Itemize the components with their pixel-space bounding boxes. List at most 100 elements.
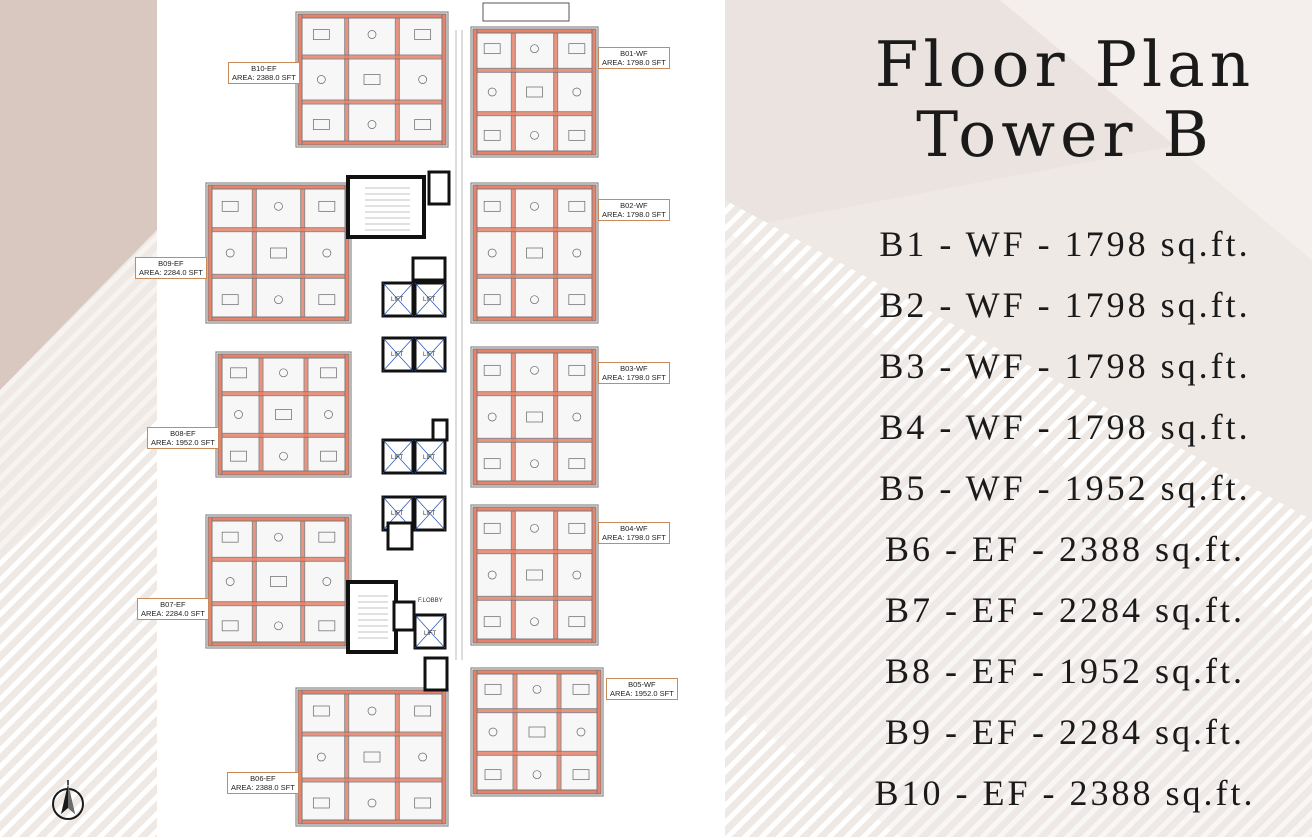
furniture [530,201,539,211]
apartment-unit [470,667,604,797]
lift-label: LIFT [424,631,437,637]
exterior-wall [207,516,213,647]
furniture [318,531,336,543]
apartment-unit [205,182,352,324]
furniture [483,129,501,141]
exterior-wall [472,638,597,644]
service-room [427,170,451,206]
furniture [320,450,337,462]
partition-wall [510,350,516,484]
furniture [572,412,582,422]
partition-wall [219,391,348,397]
furniture [526,569,543,581]
unit-id: B05-WF [628,680,656,689]
furniture [530,295,539,305]
partition-wall [474,750,600,756]
furniture [318,200,336,212]
furniture [221,200,239,212]
furniture [530,365,539,375]
unit-outline [470,667,604,797]
title-line-1: Floor Plan [874,28,1256,101]
unit-area: AREA: 2388.0 SFT [232,73,296,82]
furniture [483,43,501,55]
lift-label: LIFT [423,352,436,358]
exterior-wall [297,819,447,825]
lift-cross [382,282,414,317]
furniture [274,532,283,542]
lobby-label: F.LOBBY [418,598,443,604]
furniture [221,620,239,632]
furniture [270,247,287,259]
furniture [568,458,586,470]
exterior-wall [591,184,597,322]
unit-area: AREA: 2388.0 SFT [231,783,295,792]
furniture [568,522,586,534]
exterior-wall [297,689,303,825]
partition-wall [299,99,445,105]
partition-wall [209,556,348,562]
partition-wall [394,15,400,144]
exterior-wall [207,184,213,322]
exterior-wall [207,641,350,647]
partition-wall [219,432,348,438]
furniture [483,200,501,212]
furniture [312,705,330,717]
lift-shaft [413,336,447,373]
partition-wall [344,691,350,823]
entrance-box [482,2,570,22]
exterior-wall [472,480,597,486]
furniture [530,523,539,533]
exterior-wall [217,353,223,476]
furniture [532,684,542,694]
unit-area-item: B10 - EF - 2388 sq.ft. [874,773,1256,813]
partition-wall [299,54,445,60]
unit-area: AREA: 2284.0 SFT [139,268,203,277]
lift-cross [382,337,414,372]
exterior-wall [472,150,597,156]
furniture [568,129,586,141]
unit-id: B06-EF [250,774,276,783]
furniture [230,450,247,462]
unit-area-item: B7 - EF - 2284 sq.ft. [885,590,1245,630]
partition-wall [512,671,518,793]
exterior-wall [297,140,447,146]
furniture [270,576,287,587]
furniture [568,616,586,628]
lift-cross [414,282,446,317]
apartment-unit [295,687,449,827]
partition-wall [474,227,595,233]
furniture [568,200,586,212]
unit-area-item: B1 - WF - 1798 sq.ft. [879,224,1251,264]
apartment-unit [470,346,599,488]
partition-wall [474,549,595,555]
furniture [414,119,432,130]
furniture [530,459,539,469]
exterior-wall [472,348,597,354]
lift-cross [414,439,446,474]
unit-area: AREA: 1798.0 SFT [602,373,666,382]
furniture [530,44,539,54]
lift-label: LIFT [391,297,404,303]
furniture [572,248,582,258]
service-room [386,521,414,551]
furniture [225,248,235,258]
unit-outline [470,26,599,158]
furniture [275,409,292,420]
exterior-wall [344,353,350,476]
furniture [483,522,501,534]
furniture [483,364,501,376]
service-room [392,600,416,632]
furniture [418,752,428,762]
unit-area: AREA: 1798.0 SFT [602,210,666,219]
lift-cross [382,439,414,474]
partition-wall [258,355,264,474]
furniture [322,577,332,586]
partition-wall [209,227,348,233]
unit-area-item: B2 - WF - 1798 sq.ft. [879,285,1251,325]
